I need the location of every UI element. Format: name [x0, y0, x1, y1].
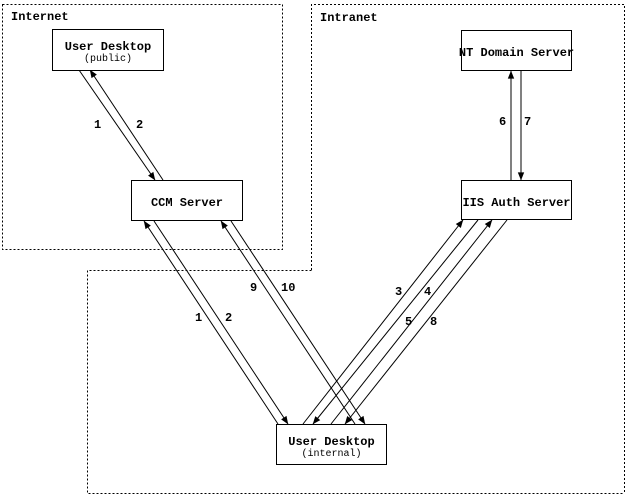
node-user-desktop-public: User Desktop (public): [52, 29, 164, 71]
node-nt-domain-server: NT Domain Server: [458, 30, 575, 71]
node-ccm-server: CCM Server: [131, 180, 243, 221]
intranet-zone-label: Intranet: [320, 11, 378, 25]
arrow-2-ccm-to-internal-desktop: [153, 220, 289, 425]
node-user-desktop-internal-title: User Desktop: [288, 434, 375, 449]
node-user-desktop-internal: User Desktop (internal): [276, 424, 387, 465]
edge-label-1-internal: 1: [195, 311, 203, 325]
internet-zone-label: Internet: [11, 10, 69, 24]
node-user-desktop-public-title: User Desktop: [64, 40, 152, 54]
node-user-desktop-public-subtitle: (public): [83, 54, 132, 65]
edge-label-9: 9: [250, 281, 258, 295]
node-user-desktop-internal-subtitle: (internal): [301, 448, 362, 460]
arrow-8-iis-to-internal-desktop: [344, 219, 508, 425]
edge-label-10: 10: [281, 281, 296, 295]
edge-label-2-public: 2: [136, 118, 144, 132]
node-iis-auth-server: IIS Auth Server: [461, 180, 572, 220]
edge-label-6: 6: [499, 115, 507, 129]
arrow-2-ccm-to-public-desktop: [89, 69, 164, 181]
edge-label-4: 4: [424, 285, 432, 299]
node-ccm-server-title: CCM Server: [150, 196, 223, 210]
edge-label-5: 5: [405, 315, 413, 329]
arrow-1-internal-desktop-to-ccm: [143, 220, 279, 425]
edge-label-3: 3: [395, 285, 403, 299]
arrow-5-internal-desktop-to-iis: [330, 219, 493, 425]
internal-zone-border: [87, 270, 625, 494]
arrow-9-internal-desktop-to-ccm: [220, 220, 356, 425]
internet-zone-border: [2, 4, 283, 250]
node-nt-domain-server-title: NT Domain Server: [458, 46, 575, 60]
node-iis-auth-server-title: IIS Auth Server: [462, 195, 571, 210]
arrow-1-public-desktop-to-ccm: [78, 69, 156, 181]
arrow-4-iis-to-internal-desktop: [312, 219, 479, 425]
arrow-3-internal-desktop-to-iis: [302, 219, 464, 425]
edge-label-1-public: 1: [94, 118, 102, 132]
edge-label-2-internal: 2: [225, 311, 233, 325]
edge-label-7: 7: [524, 115, 532, 129]
arrow-10-ccm-to-internal-desktop: [230, 220, 366, 425]
intranet-zone-border: [311, 4, 625, 494]
edge-label-8: 8: [430, 315, 438, 329]
